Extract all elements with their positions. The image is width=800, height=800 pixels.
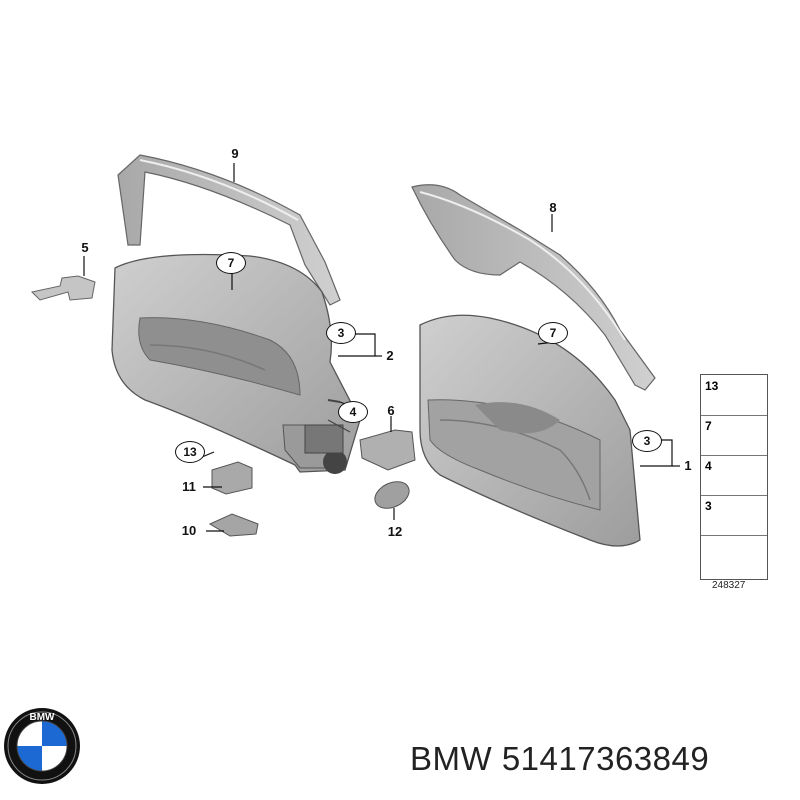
- upper-trim-left: [117, 154, 341, 306]
- legend-num-13: 13: [705, 379, 719, 393]
- door-panel-left: [111, 253, 361, 474]
- upper-trim-right: [411, 184, 656, 391]
- legend-num-3: 3: [705, 499, 712, 513]
- callout-9: 9: [231, 146, 239, 161]
- legend-row-13: 13: [701, 375, 767, 416]
- part-number-caption: BMW 51417363849: [410, 740, 709, 778]
- callout-1: 1: [684, 458, 692, 473]
- part-number: 51417363849: [501, 740, 710, 777]
- pad-part-10: [208, 513, 259, 537]
- callout-2: 2: [386, 348, 394, 363]
- bracket-part-5: [30, 275, 96, 301]
- callout-6: 6: [387, 403, 395, 418]
- clip-part-6: [359, 429, 416, 471]
- callout-13: 13: [175, 441, 205, 463]
- brand-name: BMW: [410, 740, 493, 777]
- callout-4: 4: [338, 401, 368, 423]
- door-panel-right: [419, 314, 641, 547]
- cap-part-12: [374, 481, 410, 509]
- callout-12: 12: [387, 524, 403, 539]
- callout-8: 8: [549, 200, 557, 215]
- callout-7-right: 7: [538, 322, 568, 344]
- legend-num-4: 4: [705, 459, 712, 473]
- legend-row-3: 3: [701, 495, 767, 536]
- legend-num-7: 7: [705, 419, 712, 433]
- callout-10: 10: [181, 523, 197, 538]
- callout-7-left: 7: [216, 252, 246, 274]
- bmw-logo-text: BMW: [30, 712, 56, 723]
- bmw-logo: BMW: [4, 708, 80, 784]
- callout-3-left: 3: [326, 322, 356, 344]
- pin-part-4: [327, 399, 351, 433]
- insert-part-11: [211, 461, 253, 495]
- legend-row-7: 7: [701, 415, 767, 456]
- fastener-legend: 13 7 4 3: [700, 374, 768, 580]
- callout-3-right: 3: [632, 430, 662, 452]
- callout-11: 11: [182, 479, 196, 494]
- leader-lines: [83, 163, 680, 532]
- legend-row-4: 4: [701, 455, 767, 496]
- callout-5: 5: [81, 240, 89, 255]
- diagram-code: 248327: [712, 580, 746, 591]
